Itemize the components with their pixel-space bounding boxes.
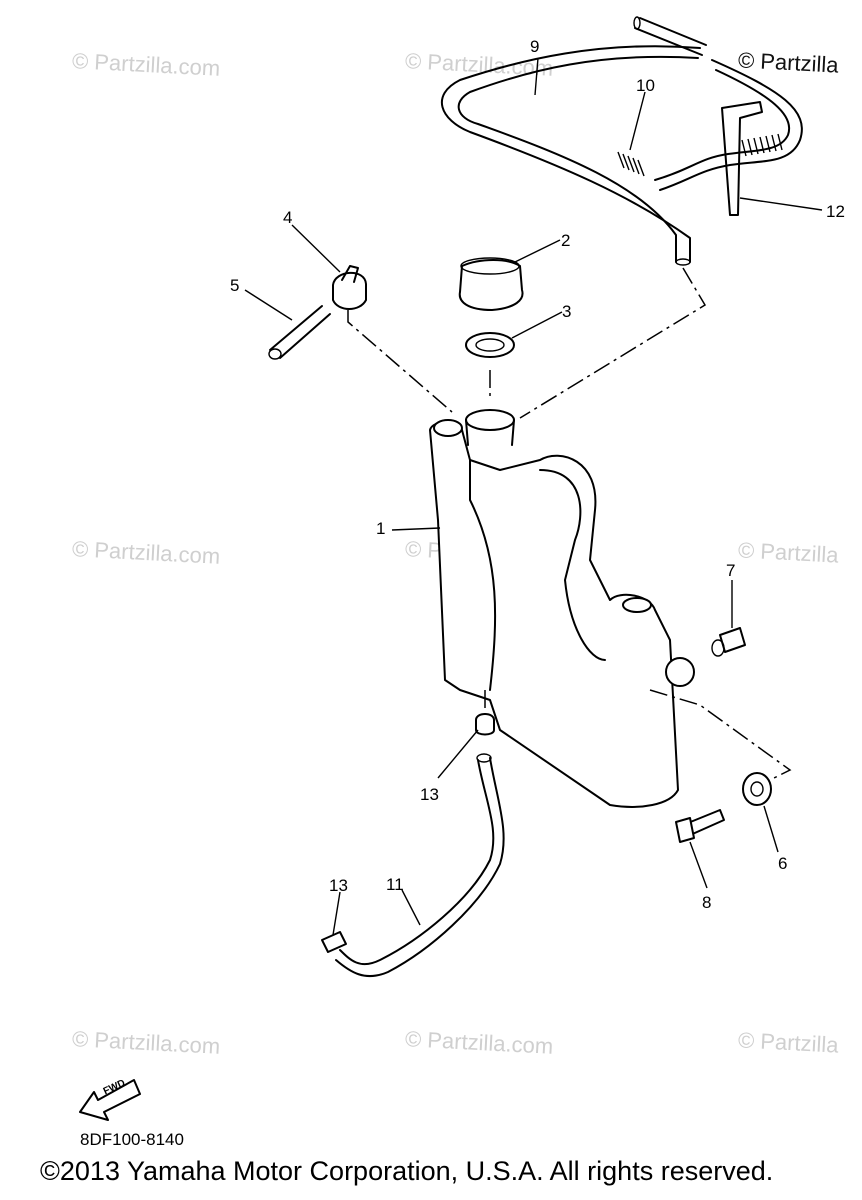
part-5-hose xyxy=(269,305,331,359)
callout-13: 13 xyxy=(420,785,439,804)
callout-7: 7 xyxy=(726,561,736,580)
part-9-hose-end xyxy=(634,17,707,56)
callout-8: 8 xyxy=(702,893,712,912)
callout-9: 9 xyxy=(530,37,540,56)
part-4-cap xyxy=(332,271,367,310)
callout-3: 3 xyxy=(562,302,572,321)
callout-6: 6 xyxy=(778,854,788,873)
part-1-reservoir-tank xyxy=(429,420,679,808)
part-13-clamp xyxy=(321,931,347,953)
callout-2: 2 xyxy=(561,231,571,250)
part-3-gasket xyxy=(465,332,515,358)
callout-5: 5 xyxy=(230,276,240,295)
copyright-notice: ©2013 Yamaha Motor Corporation, U.S.A. A… xyxy=(40,1156,774,1186)
fwd-arrow-icon xyxy=(79,1079,141,1121)
part-11-hose xyxy=(339,759,495,966)
part-10-hose xyxy=(659,59,803,191)
part-13-clamp xyxy=(475,713,495,736)
callout-12: 12 xyxy=(826,202,845,221)
diagram-id: 8DF100-8140 xyxy=(80,1130,184,1149)
part-6-grommet xyxy=(742,772,772,806)
callout-4: 4 xyxy=(283,208,293,227)
callout-13: 13 xyxy=(329,876,348,895)
part-2-cap xyxy=(458,259,524,311)
callout-10: 10 xyxy=(636,76,655,95)
part-9-hose xyxy=(440,45,701,263)
part-12-clip xyxy=(721,101,763,216)
callout-1: 1 xyxy=(376,519,386,538)
callout-11: 11 xyxy=(386,875,404,894)
